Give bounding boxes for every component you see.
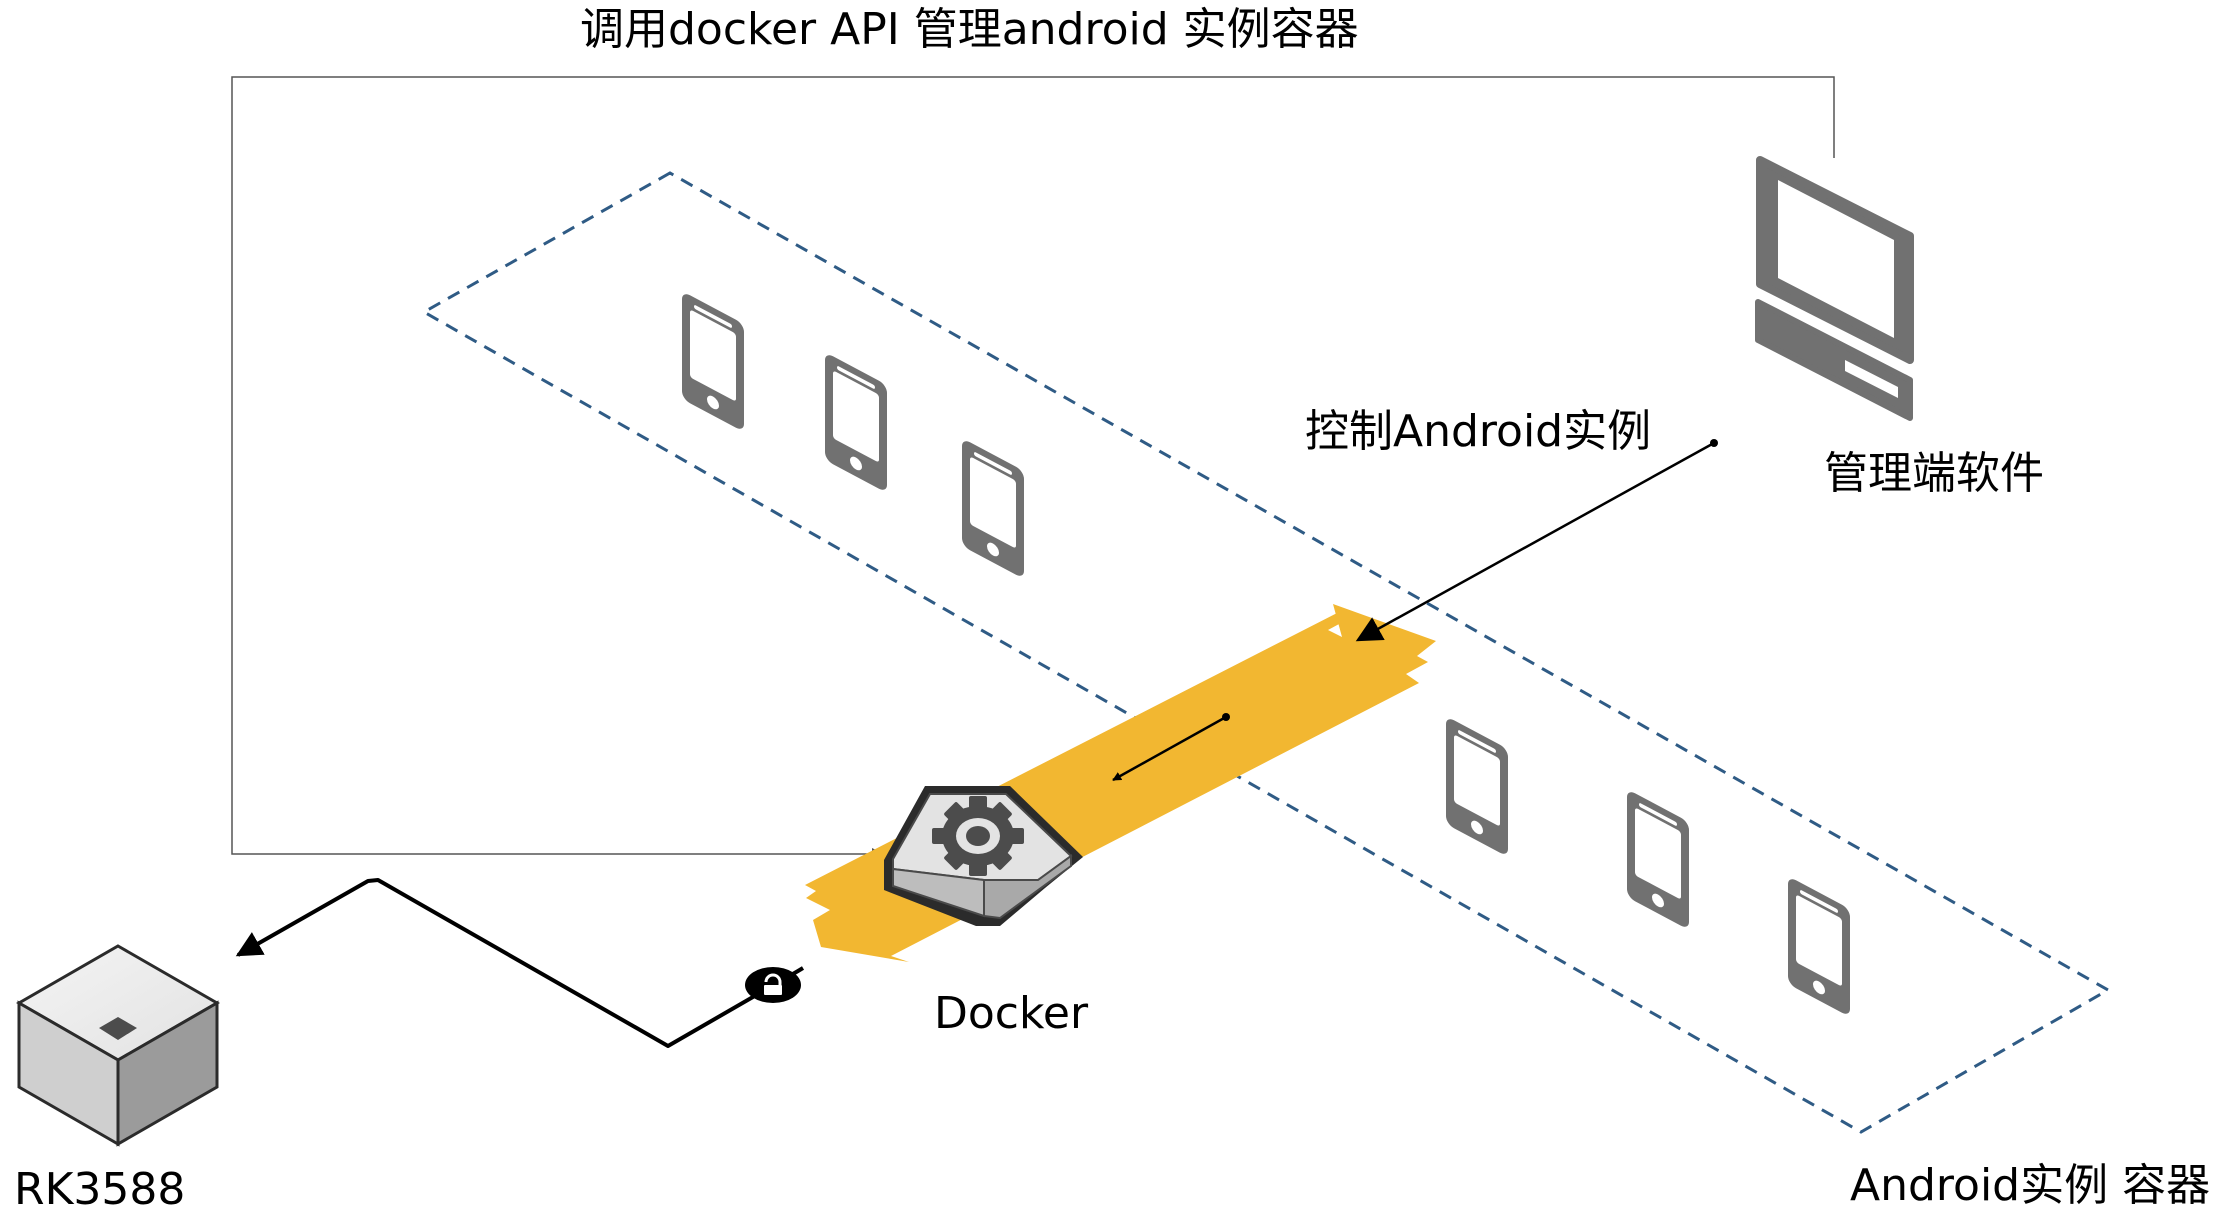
control-android-arrow [1355, 439, 1718, 642]
rk3588-connection [235, 878, 805, 1048]
control-android-label: 控制Android实例 [1305, 406, 1651, 457]
docker-label: Docker [934, 988, 1089, 1039]
docker-band [805, 604, 1436, 962]
phone-icon [962, 441, 1024, 576]
management-software-label: 管理端软件 [1824, 448, 2044, 499]
docker-internal-arrow [1112, 713, 1230, 782]
top-title: 调用docker API 管理android 实例容器 [580, 4, 1359, 55]
lock-icon [745, 967, 801, 1003]
phone-icon [682, 294, 744, 429]
phone-icon [1788, 879, 1850, 1014]
phone-icon [1627, 792, 1689, 927]
phone-icon [1446, 719, 1508, 854]
android-container-boundary [420, 171, 2112, 1134]
server-cube-icon [15, 944, 221, 1147]
phone-icon [825, 355, 887, 490]
docker-api-frame [231, 76, 1835, 860]
android-container-label: Android实例 容器 [1850, 1160, 2210, 1211]
docker-engine-icon [884, 786, 1083, 926]
rk3588-label: RK3588 [14, 1164, 185, 1215]
computer-icon [1755, 156, 1914, 421]
